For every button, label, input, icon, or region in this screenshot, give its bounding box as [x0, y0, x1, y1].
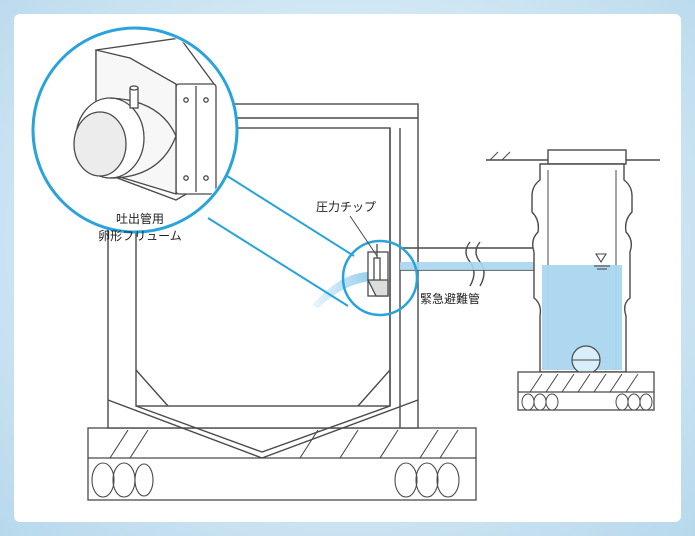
- small-callout-circle: [341, 239, 419, 317]
- egg-flume-icon: [73, 37, 217, 201]
- callout-connector: [207, 173, 355, 307]
- emergency-pipe-label: 緊急避難管: [420, 292, 481, 306]
- water-flow: [312, 262, 540, 308]
- outlet-box: [366, 244, 389, 297]
- manhole-base: [517, 371, 655, 411]
- manhole-water: [542, 265, 622, 375]
- pressure-tip-label: 圧力チップ: [316, 200, 377, 214]
- ground-slab: [87, 427, 477, 501]
- water-level-icon: [594, 253, 610, 270]
- flume-label-line2: 卵形フリューム: [98, 229, 182, 243]
- flume-label-line1: 吐出管用: [115, 212, 164, 226]
